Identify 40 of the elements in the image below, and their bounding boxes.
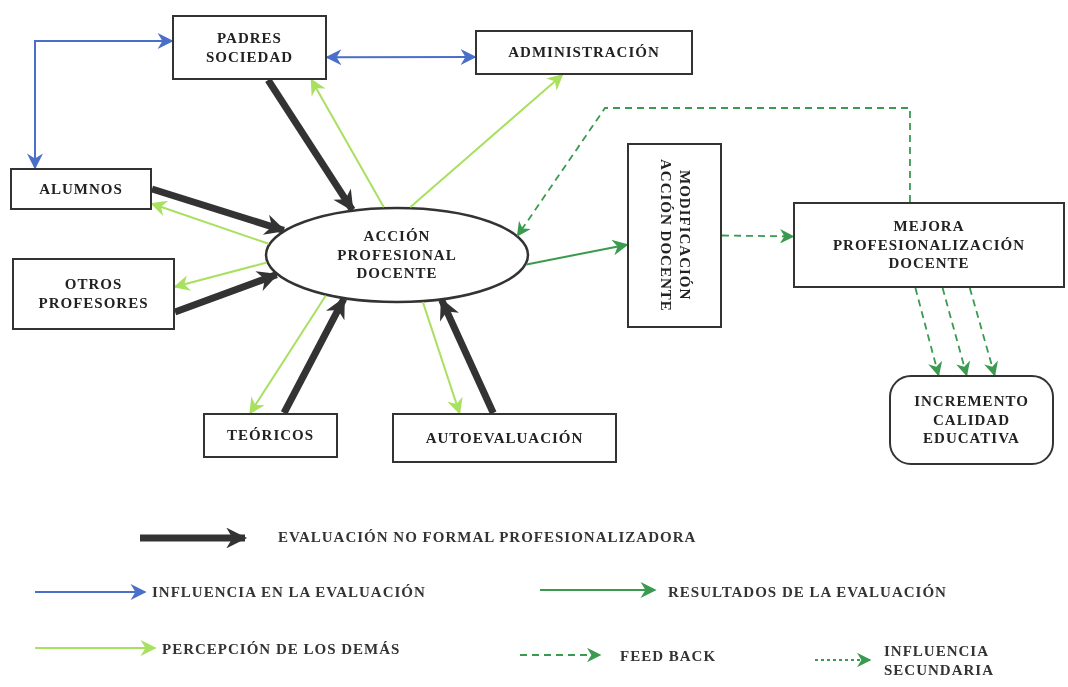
process-box: [203, 413, 338, 458]
arrow: [525, 239, 629, 266]
node-label: MEJORA PROFESIONALIZACIÓN DOCENTE: [831, 216, 1027, 274]
process-box: [392, 413, 617, 463]
arrow: [421, 301, 463, 415]
arrow: [280, 297, 347, 415]
node-label: AUTOEVALUACIÓN: [425, 428, 584, 448]
legend-label: EVALUACIÓN NO FORMAL PROFESIONALIZADORA: [278, 528, 697, 547]
node-label: OTROS PROFESORES: [37, 275, 150, 313]
node-label: PADRES SOCIEDAD: [204, 28, 295, 67]
arrow: [409, 73, 564, 209]
node-label: ALUMNOS: [39, 179, 123, 199]
process-box: [475, 30, 693, 75]
node-label: ACCIÓN PROFESIONAL DOCENTE: [336, 226, 458, 284]
legend-label: INFLUENCIA SECUNDARIA: [884, 642, 995, 680]
arrow: [27, 33, 174, 170]
legend-label: RESULTADOS DE LA EVALUACIÓN: [668, 583, 947, 602]
process-box: [10, 168, 152, 210]
arrow: [721, 229, 795, 244]
process-box: [793, 202, 1065, 288]
node-label: MODIFICACIÓN ACCIÓN DOCENTE: [656, 158, 694, 314]
legend-label: INFLUENCIA EN LA EVALUACIÓN: [152, 583, 426, 602]
rounded-box: [889, 375, 1054, 465]
legend-label: PERCEPCIÓN DE LOS DEMÁS: [162, 640, 401, 659]
arrow: [310, 78, 385, 209]
ellipse-node: [264, 206, 530, 304]
arrow: [516, 107, 911, 237]
arrow: [249, 294, 327, 415]
arrow: [438, 298, 497, 415]
node-label: TEÓRICOS: [226, 426, 315, 445]
process-box: [627, 143, 722, 328]
legend-label: FEED BACK: [620, 647, 717, 666]
process-box: [172, 15, 327, 80]
arrow: [968, 287, 998, 377]
arrow: [914, 287, 943, 377]
arrow: [941, 287, 971, 377]
arrow: [265, 78, 356, 212]
node-label: INCREMENTO CALIDAD EDUCATIVA: [913, 391, 1030, 449]
node-label: ADMINISTRACIÓN: [508, 43, 660, 62]
process-box: [12, 258, 175, 330]
